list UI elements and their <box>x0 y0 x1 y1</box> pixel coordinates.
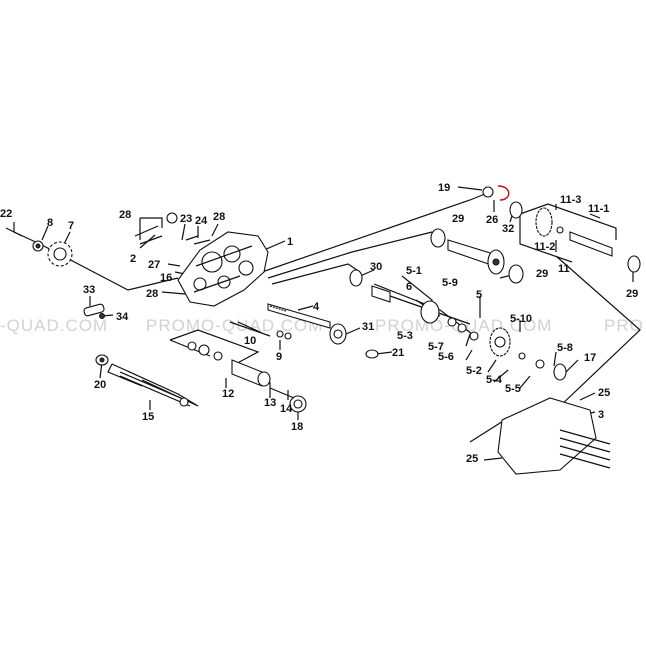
bolt-22 <box>5 227 23 237</box>
label-1: 1 <box>287 236 293 248</box>
label-22: 22 <box>0 208 12 220</box>
label-6: 6 <box>406 281 412 293</box>
label-11-1: 11-1 <box>588 203 609 215</box>
label-17: 17 <box>584 352 596 364</box>
label-19: 19 <box>438 182 450 194</box>
shaft-6 <box>430 228 505 275</box>
switch-33 <box>83 303 105 319</box>
label-18: 18 <box>291 421 303 433</box>
label-21: 21 <box>392 347 404 359</box>
label-12: 12 <box>222 388 234 400</box>
label-5-3: 5-3 <box>397 330 413 342</box>
label-5-5: 5-5 <box>505 383 521 395</box>
label-5: 5 <box>476 289 482 301</box>
label-16: 16 <box>160 272 172 284</box>
label-34: 34 <box>116 311 129 323</box>
shaft-12 <box>187 341 271 387</box>
label-32: 32 <box>502 223 514 235</box>
label-26: 26 <box>486 214 498 226</box>
bearing-18 <box>269 387 307 413</box>
watermark-text-2: PROMO-QUAD.COM <box>146 316 323 335</box>
label-28-a: 28 <box>119 209 131 221</box>
label-29-top: 29 <box>452 213 464 225</box>
label-5-2: 5-2 <box>466 365 482 377</box>
label-14: 14 <box>280 403 293 415</box>
label-29-right: 29 <box>626 288 638 300</box>
label-15: 15 <box>142 411 154 423</box>
label-25-bottom: 25 <box>466 453 478 465</box>
bolts-28 <box>134 212 211 245</box>
label-5-6: 5-6 <box>438 351 454 363</box>
label-7: 7 <box>68 220 74 232</box>
label-23: 23 <box>180 213 192 225</box>
bearing-31 <box>329 323 347 345</box>
label-31: 31 <box>362 321 374 333</box>
label-10: 10 <box>244 335 256 347</box>
label-20: 20 <box>94 379 106 391</box>
output-shaft-4 <box>229 303 331 340</box>
label-24: 24 <box>195 215 208 227</box>
label-29-mid: 29 <box>536 268 548 280</box>
nut-8 <box>32 240 44 252</box>
shaft-11 <box>482 185 641 284</box>
cover-3 <box>497 397 611 475</box>
label-33: 33 <box>83 284 95 296</box>
label-11-2: 11-2 <box>534 241 555 253</box>
label-11: 11 <box>558 263 570 275</box>
watermark-text-1: -QUAD.COM <box>0 316 108 335</box>
label-3: 3 <box>598 409 604 421</box>
label-28-c: 28 <box>146 288 158 300</box>
label-9: 9 <box>276 351 282 363</box>
label-2: 2 <box>130 253 136 265</box>
watermark-text-4: PRO <box>604 316 644 335</box>
label-5-1: 5-1 <box>406 265 422 277</box>
ring-21 <box>365 349 379 359</box>
label-25-top: 25 <box>598 387 610 399</box>
label-5-7: 5-7 <box>428 341 444 353</box>
shaft-15 <box>95 354 191 407</box>
label-4: 4 <box>313 301 320 313</box>
label-27: 27 <box>148 259 160 271</box>
part-labels: 1 2 3 4 5 6 7 8 9 10 11 12 13 14 15 16 1… <box>0 182 638 465</box>
label-11-3: 11-3 <box>560 194 581 206</box>
sprocket-7 <box>47 241 73 267</box>
label-5-10: 5-10 <box>510 313 532 325</box>
circlip-26 <box>497 185 510 201</box>
label-28-b: 28 <box>213 211 225 223</box>
label-5-4: 5-4 <box>486 374 503 386</box>
label-13: 13 <box>264 397 276 409</box>
label-8: 8 <box>47 217 53 229</box>
label-5-9: 5-9 <box>442 277 458 289</box>
label-5-8: 5-8 <box>557 342 573 354</box>
label-30: 30 <box>370 261 382 273</box>
transmission-case <box>177 231 269 307</box>
countershaft-5-1 <box>349 269 567 381</box>
